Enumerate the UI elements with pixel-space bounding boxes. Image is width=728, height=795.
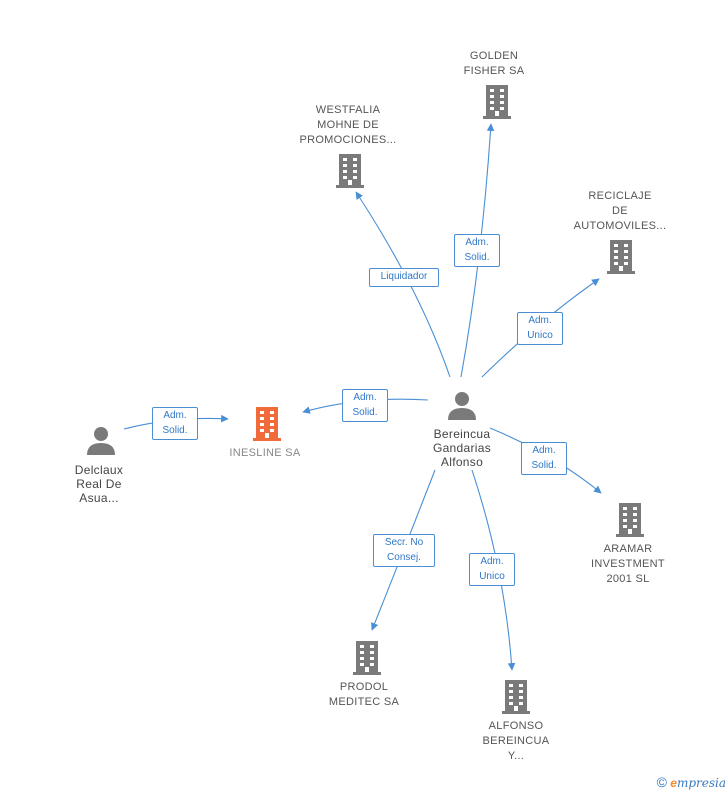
building-icon bbox=[502, 680, 530, 714]
node-label-golden-fisher[interactable]: GOLDEN FISHER SA bbox=[463, 50, 525, 77]
node-label-prodol[interactable]: PRODOL MEDITEC SA bbox=[328, 681, 400, 708]
edge-label-golden-fisher: Adm. Solid. bbox=[454, 234, 500, 267]
node-label-delclaux[interactable]: Delclaux Real De Asua... bbox=[74, 463, 124, 505]
person-icon bbox=[87, 427, 115, 455]
edge-label-delclaux: Adm. Solid. bbox=[152, 407, 198, 440]
edge-label-alfonso-bereincua: Adm. Unico bbox=[469, 553, 515, 586]
edge-to-westfalia bbox=[355, 191, 451, 378]
building-icon bbox=[353, 641, 381, 675]
node-label-westfalia[interactable]: WESTFALIA MOHNE DE PROMOCIONES... bbox=[299, 104, 397, 146]
node-label-bereincua[interactable]: Bereincua Gandarias Alfonso bbox=[432, 427, 492, 469]
node-label-alfonso-bereincua[interactable]: ALFONSO BEREINCUA Y... bbox=[482, 720, 550, 762]
edge-label-reciclaje: Adm. Unico bbox=[517, 312, 563, 345]
building-icon bbox=[336, 154, 364, 188]
building-icon bbox=[483, 85, 511, 119]
edge-label-inesline: Adm. Solid. bbox=[342, 389, 388, 422]
edge-label-aramar: Adm. Solid. bbox=[521, 442, 567, 475]
building-icon bbox=[607, 240, 635, 274]
node-label-inesline[interactable]: INESLINE SA bbox=[229, 447, 301, 459]
building-icon bbox=[253, 407, 281, 441]
node-label-reciclaje[interactable]: RECICLAJE DE AUTOMOVILES... bbox=[573, 190, 667, 232]
person-icon bbox=[448, 392, 476, 420]
edge-label-prodol: Secr. No Consej. bbox=[373, 534, 435, 567]
node-label-aramar[interactable]: ARAMAR INVESTMENT 2001 SL bbox=[591, 543, 665, 585]
building-icon bbox=[616, 503, 644, 537]
brand-logo-letter: e bbox=[670, 776, 677, 790]
empresia-watermark: © empresia bbox=[657, 774, 726, 790]
copyright-symbol: © bbox=[656, 774, 667, 790]
brand-logo-text: mpresia bbox=[676, 776, 726, 790]
edge-label-westfalia: Liquidador bbox=[369, 268, 439, 287]
